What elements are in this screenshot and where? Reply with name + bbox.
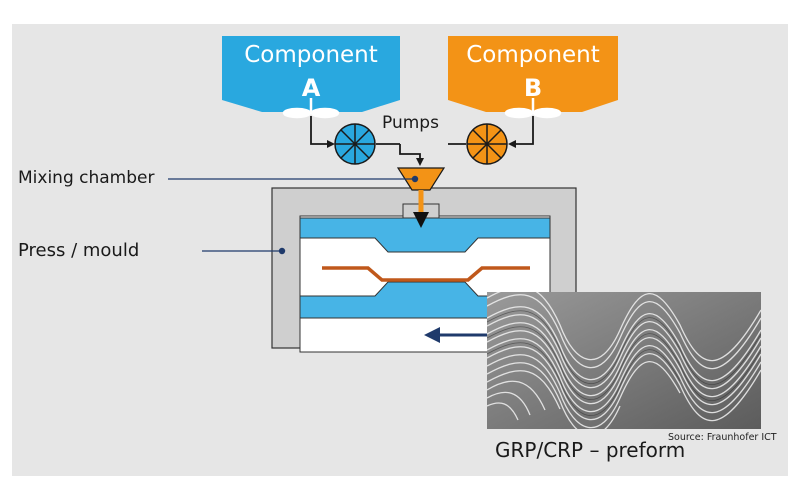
upper-mould-half bbox=[299, 217, 551, 253]
mixing-chamber-dot bbox=[411, 175, 419, 183]
preform-photo bbox=[487, 292, 761, 429]
component-b-title: Component bbox=[466, 42, 600, 68]
component-a-letter: A bbox=[302, 74, 321, 102]
press-mould-dot bbox=[278, 247, 286, 255]
leader-lines bbox=[168, 178, 415, 252]
press-mould-label: Press / mould bbox=[18, 240, 140, 261]
component-a-title: Component bbox=[244, 42, 378, 68]
preform-layer bbox=[322, 266, 530, 282]
component-b-stirrer-icon bbox=[504, 98, 562, 119]
component-a-hopper bbox=[222, 36, 400, 112]
preform-label: GRP/CRP – preform bbox=[495, 438, 686, 462]
demould-arrow-icon bbox=[424, 327, 440, 343]
injection-arrow-icon bbox=[413, 212, 429, 228]
pump-a-icon bbox=[334, 123, 376, 165]
mixing-chamber bbox=[396, 167, 446, 191]
pump-b-icon bbox=[466, 123, 508, 165]
mixing-chamber-label: Mixing chamber bbox=[18, 168, 155, 188]
pumps-label: Pumps bbox=[382, 113, 439, 133]
feed-lines bbox=[310, 116, 534, 160]
feed-arrowheads bbox=[327, 140, 516, 166]
component-b-letter: B bbox=[524, 74, 542, 102]
component-b-hopper bbox=[448, 36, 618, 112]
source-label: Source: Fraunhofer ICT bbox=[668, 432, 777, 443]
component-a-stirrer-icon bbox=[282, 98, 340, 119]
